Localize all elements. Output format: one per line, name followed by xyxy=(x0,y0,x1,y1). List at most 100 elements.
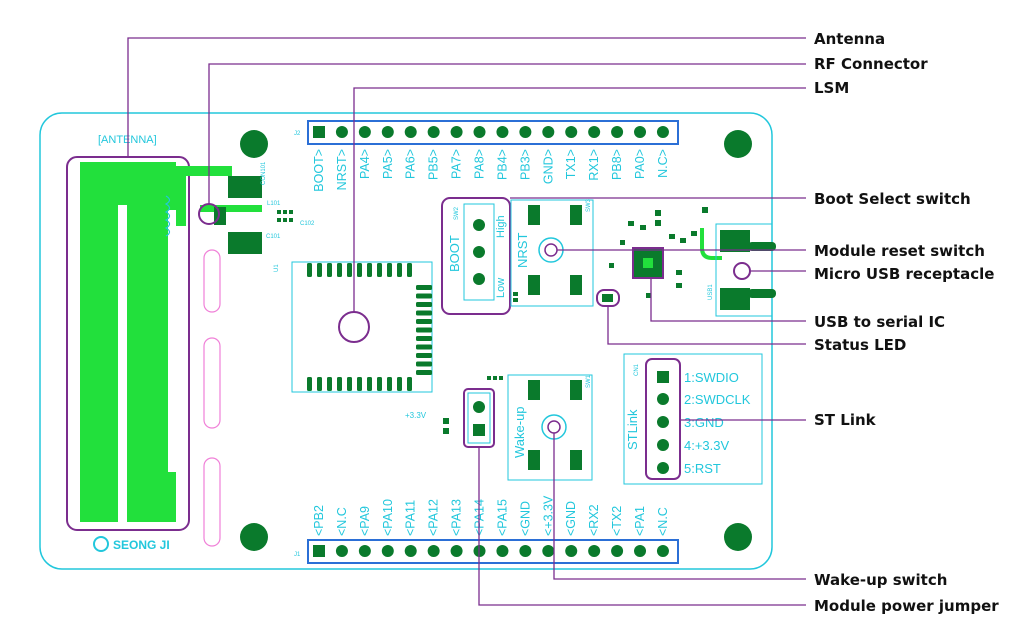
lsm-pad xyxy=(337,263,342,277)
lsm-marker xyxy=(338,311,370,343)
bottom-header-pin xyxy=(313,545,325,557)
lsm-pad xyxy=(377,263,382,277)
top-header-pin-label: PA7> xyxy=(450,149,464,179)
rf-passive xyxy=(289,210,293,214)
bottom-header: <PB2<N.C<PA9<PA10<PA11<PA12<PA13<PA14<PA… xyxy=(312,495,670,557)
bottom-header-pin-label: <RX2 xyxy=(587,504,601,536)
lsm-pad xyxy=(387,263,392,277)
micro-usb-pad xyxy=(720,230,750,252)
stlink-pins-outline xyxy=(645,358,681,480)
top-header-pin-label: PA6> xyxy=(404,149,418,179)
rf-connector-pad xyxy=(228,232,262,254)
lsm-pad xyxy=(327,263,332,277)
leader-status-led xyxy=(607,306,806,345)
leader-lines xyxy=(127,37,806,606)
wakeup-switch-pad xyxy=(528,450,540,470)
lsm-pad xyxy=(377,377,382,391)
lsm-pad xyxy=(416,361,432,367)
top-header-pin xyxy=(565,126,578,138)
lsm-pad xyxy=(347,377,352,391)
bottom-header-pin-label: <+3.3V xyxy=(541,495,555,536)
power-jumper-label: +3.3V xyxy=(405,411,427,420)
boot-switch-pin xyxy=(473,273,485,285)
smd-part xyxy=(609,263,614,268)
rf-passive xyxy=(289,218,293,222)
stlink-title: STLink xyxy=(625,409,640,450)
nrst-ref: SW3 xyxy=(586,198,592,212)
lsm-pad xyxy=(387,377,392,391)
bottom-header-pin xyxy=(496,545,509,557)
nrst-switch-pad xyxy=(528,275,540,295)
status-led-die xyxy=(602,294,613,302)
bottom-header-pin xyxy=(565,545,578,557)
lsm-pad xyxy=(397,377,402,391)
rf-ref-label: C102 xyxy=(300,221,315,227)
stlink-pin-label: 3:GND xyxy=(684,415,724,430)
top-header-pin xyxy=(519,126,532,138)
stlink-pin-square xyxy=(657,371,669,383)
micro-usb-pin xyxy=(748,289,776,298)
top-header-pin xyxy=(381,126,394,138)
lsm-pad xyxy=(416,353,432,358)
boot-switch-ref: SW2 xyxy=(454,206,460,220)
bottom-header-pin-label: <PB2 xyxy=(312,505,326,536)
smd-part xyxy=(646,293,651,298)
mounting-hole xyxy=(240,130,268,158)
bottom-header-pin-label: <N.C xyxy=(335,507,349,536)
mounting-hole xyxy=(724,130,752,158)
top-header-pin-label: PB4> xyxy=(495,149,509,180)
callout-power-jumper: Module power jumper xyxy=(814,597,999,615)
top-header-pin xyxy=(335,126,348,138)
top-header-pin xyxy=(473,126,486,138)
lsm-pad xyxy=(347,263,352,277)
top-header: BOOT>NRST>PA4>PA5>PA6>PB5>PA7>PA8>PB4>PB… xyxy=(312,126,670,192)
smd-part xyxy=(691,231,697,236)
top-header-pin xyxy=(611,126,624,138)
pcb-board xyxy=(39,112,773,570)
smd-part xyxy=(513,292,518,296)
lsm-pad xyxy=(397,263,402,277)
stlink-pin-label: 5:RST xyxy=(684,461,721,476)
smd-part xyxy=(702,207,708,213)
bottom-header-pin xyxy=(542,545,555,557)
stlink-pin xyxy=(657,393,669,405)
callout-wakeup: Wake-up switch xyxy=(814,571,947,589)
smd-part xyxy=(487,376,491,380)
lsm-pad xyxy=(416,327,432,333)
boot-switch-body xyxy=(463,203,495,301)
smd-part xyxy=(493,376,497,380)
nrst-label: NRST xyxy=(515,233,530,268)
smd-part xyxy=(513,298,518,302)
boot-switch-outline xyxy=(441,197,511,315)
smd-part xyxy=(443,428,449,434)
lsm-pad xyxy=(307,263,312,277)
usb-ref-label: USB1 xyxy=(708,284,714,300)
smd-part xyxy=(655,220,661,226)
smd-part xyxy=(655,210,661,216)
bottom-header-pin xyxy=(404,545,417,557)
bottom-header-pin xyxy=(588,545,601,557)
antenna-slot xyxy=(118,205,127,522)
usb-serial-ic-die xyxy=(643,258,653,268)
lsm-pad xyxy=(407,263,412,277)
rf-trace xyxy=(176,166,232,176)
top-header-pin xyxy=(634,126,647,138)
callout-antenna: Antenna xyxy=(814,30,885,48)
top-header-pin-label: NRST> xyxy=(335,149,349,190)
stlink-outline xyxy=(623,353,763,485)
smd-part xyxy=(680,238,686,243)
lsm-pad xyxy=(367,377,372,391)
bottom-header-pin xyxy=(381,545,394,557)
rf-passive xyxy=(283,210,287,214)
bottom-header-outline xyxy=(307,539,679,564)
bottom-header-pin xyxy=(358,545,371,557)
wakeup-switch-pad xyxy=(570,450,582,470)
bottom-header-pin-label: <PA10 xyxy=(381,499,395,536)
stlink-pin xyxy=(657,439,669,451)
boot-switch-label: BOOT xyxy=(447,235,462,272)
rf-passive xyxy=(283,218,287,222)
top-header-pin-label: N.C> xyxy=(656,149,670,178)
lsm-pad xyxy=(416,293,432,299)
lsm-pad xyxy=(407,377,412,391)
antenna-silk-label: [ANTENNA] xyxy=(98,134,157,146)
